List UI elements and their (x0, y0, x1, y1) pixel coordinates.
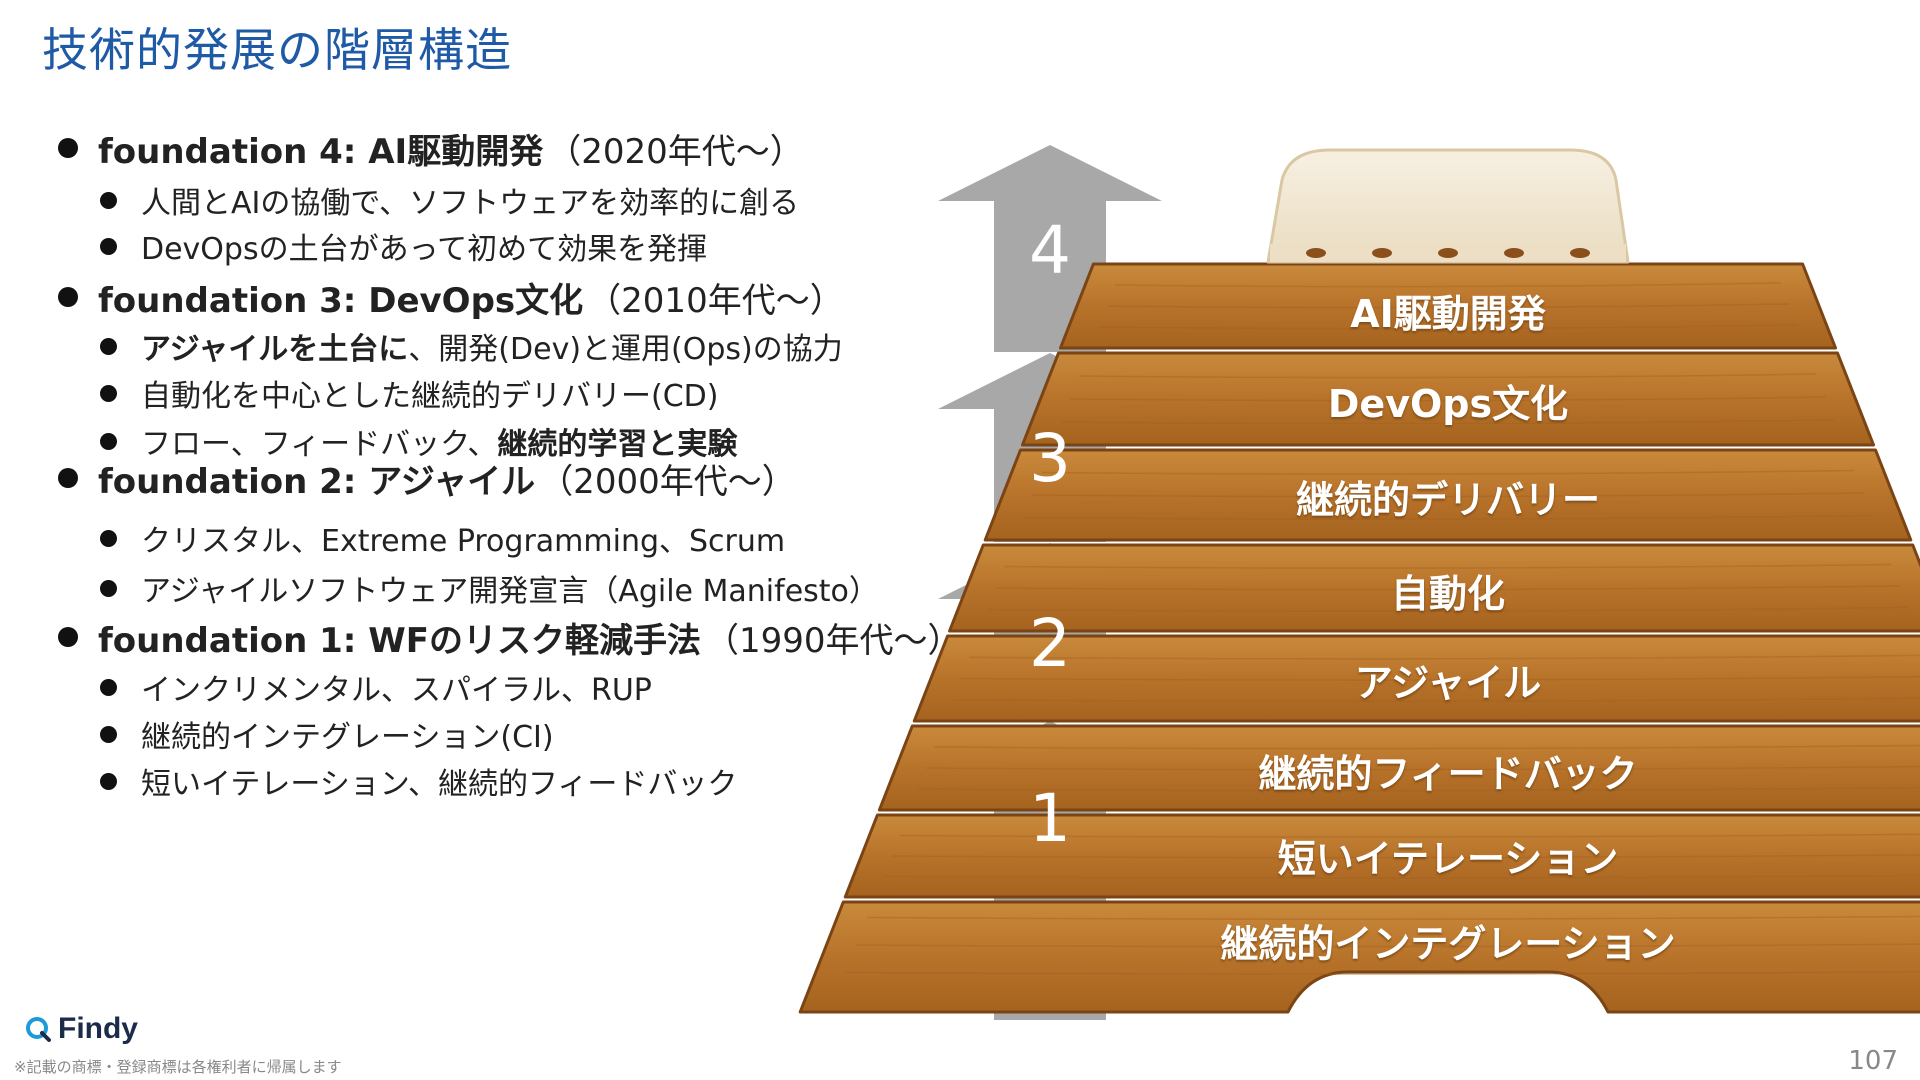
up-arrow-icon (938, 721, 1162, 1020)
point-text-emphasis: 継続的学習と実験 (497, 427, 738, 462)
foundation-point: クリスタル、Extreme Programming、Scrum (100, 518, 786, 559)
arrow-step-label: 4 (1029, 212, 1071, 289)
vaulting-box-cushion (1266, 148, 1630, 264)
foundation-era: （1990年代〜） (704, 620, 962, 661)
foundation-label: foundation 1: WFのリスク軽減手法 (98, 620, 701, 661)
tier-label: DevOps文化 (1327, 382, 1569, 426)
point-text: 継続的インテグレーション(CI) (141, 720, 554, 755)
tier-label: 短いイテレーション (1277, 837, 1619, 881)
bullet-icon (58, 468, 78, 488)
bullet-icon (100, 678, 117, 696)
point-text: フロー、フィードバック、 (141, 427, 498, 462)
foundation-point: 人間とAIの協働で、ソフトウェアを効率的に創る (100, 180, 800, 221)
page-number: 107 (1848, 1046, 1898, 1076)
foundation-era: （2000年代〜） (539, 461, 796, 502)
arrow-step-label: 1 (1029, 780, 1071, 857)
cushion-stud-icon (1504, 248, 1524, 258)
tier-label: 自動化 (1390, 572, 1506, 616)
bullet-icon (100, 237, 117, 255)
foundation-heading: foundation 3: DevOps文化（2010年代〜） (58, 275, 844, 321)
arrow-step-label: 2 (1029, 605, 1071, 682)
point-text: インクリメンタル、スパイラル、RUP (141, 673, 652, 708)
wood-grain (845, 970, 1920, 975)
point-text: クリスタル、Extreme Programming、Scrum (141, 524, 786, 559)
tier-label: アジャイル (1354, 661, 1542, 705)
foundation-point: 自動化を中心とした継続的デリバリー(CD) (100, 373, 719, 414)
foundation-heading: foundation 4: AI駆動開発（2020年代〜） (58, 126, 804, 172)
bullet-icon (100, 337, 117, 355)
point-text-emphasis: アジャイルを土台に (141, 332, 409, 367)
findy-logo-icon (26, 1017, 51, 1042)
tier-label: AI駆動開発 (1350, 292, 1546, 336)
foundation-point: アジャイルを土台に、開発(Dev)と運用(Ops)の協力 (100, 326, 843, 367)
foundation-point: 継続的インテグレーション(CI) (100, 714, 554, 755)
trademark-note: ※記載の商標・登録商標は各権利者に帰属します (14, 1058, 342, 1076)
findy-logo-text: Findy (58, 1012, 138, 1045)
foundation-heading: foundation 2: アジャイル（2000年代〜） (58, 456, 796, 502)
bullet-icon (100, 579, 117, 597)
tier-label: 継続的フィードバック (1258, 752, 1638, 796)
point-text: アジャイルソフトウェア開発宣言（Agile Manifesto） (141, 574, 879, 609)
cushion-stud-icon (1570, 248, 1590, 258)
cushion-band (1270, 244, 1626, 262)
bullet-icon (100, 432, 117, 450)
cushion-stud-icon (1372, 248, 1392, 258)
foundation-point: DevOpsの土台があって初めて効果を発揮 (100, 226, 708, 267)
foundation-point: フロー、フィードバック、継続的学習と実験 (100, 421, 738, 462)
bullet-icon (100, 384, 117, 402)
foundation-heading: foundation 1: WFのリスク軽減手法（1990年代〜） (58, 615, 962, 661)
bullet-icon (100, 772, 117, 790)
foundation-outline: foundation 4: AI駆動開発（2020年代〜） 人間とAIの協働で、ソ… (0, 0, 962, 1000)
cushion-stud-icon (1438, 248, 1458, 258)
cushion-stud-icon (1306, 248, 1326, 258)
foundation-label: foundation 2: アジャイル (98, 461, 536, 502)
bullet-icon (58, 627, 78, 647)
foundation-era: （2020年代〜） (547, 131, 804, 172)
foundation-point: 短いイテレーション、継続的フィードバック (100, 761, 738, 802)
foundation-label: foundation 3: DevOps文化 (98, 280, 584, 321)
findy-logo: Findy (24, 1012, 138, 1046)
foundation-era: （2010年代〜） (587, 280, 844, 321)
bullet-icon (58, 287, 78, 307)
bullet-icon (100, 529, 117, 547)
point-text: DevOpsの土台があって初めて効果を発揮 (141, 232, 708, 267)
bullet-icon (58, 138, 78, 158)
point-text: 自動化を中心とした継続的デリバリー(CD) (141, 379, 719, 414)
bullet-icon (100, 725, 117, 743)
point-text: 短いイテレーション、継続的フィードバック (141, 767, 738, 802)
foundation-point: アジャイルソフトウェア開発宣言（Agile Manifesto） (100, 568, 879, 609)
arrow-step-label: 3 (1029, 420, 1071, 497)
tier-label: 継続的インテグレーション (1220, 922, 1676, 966)
foundation-point: インクリメンタル、スパイラル、RUP (100, 667, 652, 708)
slide-title: 技術的発展の階層構造 (42, 23, 512, 77)
bullet-icon (100, 191, 117, 209)
tier-label: 継続的デリバリー (1295, 478, 1601, 522)
point-text: 、開発(Dev)と運用(Ops)の協力 (408, 332, 843, 367)
foundation-label: foundation 4: AI駆動開発 (98, 131, 544, 172)
point-text: 人間とAIの協働で、ソフトウェアを効率的に創る (141, 186, 800, 221)
